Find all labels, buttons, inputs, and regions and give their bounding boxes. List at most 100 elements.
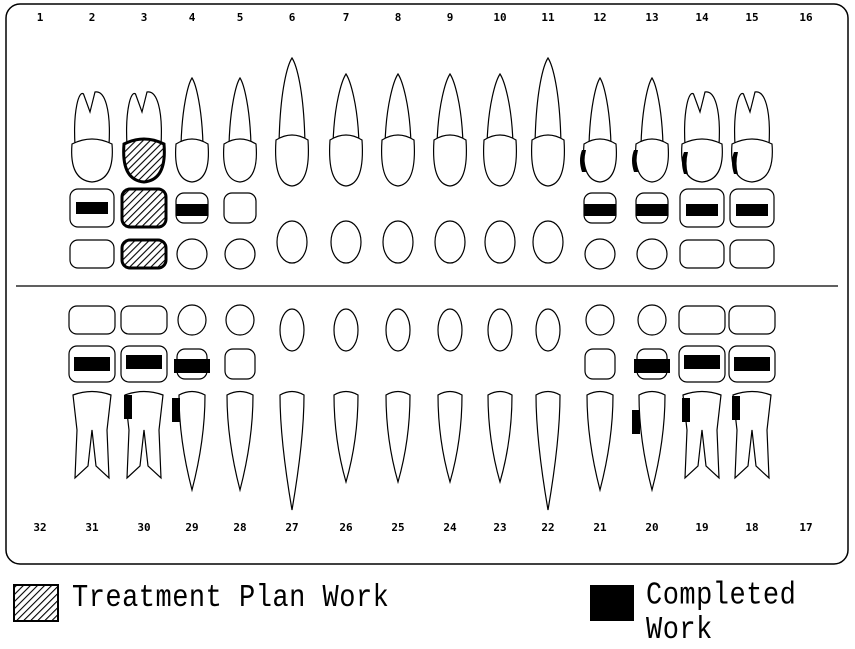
upper-root-7 [333,74,359,145]
upper-number-15: 15 [737,11,767,24]
upper-filling-5 [736,204,768,216]
upper-number-12: 12 [585,11,615,24]
upper-root-14 [685,92,720,145]
lower-root-31 [73,392,111,479]
lower-incisal-24 [438,309,462,351]
lower-buccal-30 [121,306,167,334]
upper-root-9 [437,74,463,145]
upper-incisal-13 [637,239,667,269]
lower-number-26: 26 [331,521,361,534]
upper-buccal-2 [70,240,114,268]
lower-root-26 [334,392,358,483]
upper-filling-1 [176,204,208,216]
lower-filling-2 [174,359,210,373]
upper-crown-8 [382,135,415,186]
lower-incisal-21 [586,305,614,335]
lower-number-19: 19 [687,521,717,534]
upper-root-8 [385,74,411,145]
upper-number-5: 5 [225,11,255,24]
chart-border [6,4,848,564]
lower-buccal-18 [729,306,775,334]
lower-root-29 [179,392,205,491]
upper-root-6 [279,58,305,145]
lower-number-21: 21 [585,521,615,534]
lower-filling-4 [684,355,720,369]
upper-crown-7 [330,135,363,186]
completed-work-label: Completed Work [646,580,855,649]
lower-root-20 [639,392,665,491]
upper-occlusal-3 [122,189,166,227]
upper-filling-4 [686,204,718,216]
upper-number-8: 8 [383,11,413,24]
lower-root-23 [488,392,512,483]
upper-incisal-11 [533,221,563,263]
upper-number-16: 16 [791,11,821,24]
lower-root-25 [386,392,410,483]
upper-crown-10 [484,135,517,186]
lower-number-23: 23 [485,521,515,534]
lower-number-30: 30 [129,521,159,534]
lower-root-27 [280,392,304,511]
lower-incisal-20 [638,305,666,335]
completed-work-swatch [590,585,634,621]
lower-filling-5 [734,357,770,371]
lower-number-18: 18 [737,521,767,534]
lower-number-17: 17 [791,521,821,534]
legend-treatment: Treatment Plan Work [72,584,389,614]
lower-incisal-28 [226,305,254,335]
lower-buccal-31 [69,306,115,334]
upper-crown-4 [176,139,209,182]
upper-filling-3 [636,204,668,216]
upper-crown-11 [532,135,565,186]
lower-buccal-fill-4 [732,396,740,420]
upper-filling-0 [76,202,108,214]
lower-root-28 [227,392,253,491]
upper-root-5 [229,78,251,145]
lower-root-24 [438,392,462,483]
upper-number-13: 13 [637,11,667,24]
upper-number-6: 6 [277,11,307,24]
treatment-plan-label: Treatment Plan Work [72,582,389,617]
lower-incisal-29 [178,305,206,335]
upper-root-4 [181,78,203,145]
upper-number-7: 7 [331,11,361,24]
upper-incisal-7 [331,221,361,263]
lower-number-32: 32 [25,521,55,534]
upper-root-2 [75,92,110,145]
lower-number-28: 28 [225,521,255,534]
upper-crown-12 [584,139,617,182]
legend-completed: Completed Work [646,584,855,644]
lower-number-25: 25 [383,521,413,534]
upper-root-15 [735,92,770,145]
lower-number-27: 27 [277,521,307,534]
upper-crown-3 [124,139,165,182]
upper-root-13 [641,78,663,145]
lower-filling-1 [126,355,162,369]
lower-buccal-fill-0 [124,395,132,419]
upper-incisal-10 [485,221,515,263]
lower-number-20: 20 [637,521,667,534]
upper-root-3 [127,92,162,145]
upper-incisal-12 [585,239,615,269]
upper-number-4: 4 [177,11,207,24]
lower-incisal-22 [536,309,560,351]
upper-buccal-3 [122,240,166,268]
upper-crown-2 [72,139,113,182]
upper-crown-14 [682,139,723,182]
lower-filling-3 [634,359,670,373]
upper-number-10: 10 [485,11,515,24]
upper-number-11: 11 [533,11,563,24]
lower-incisal-23 [488,309,512,351]
upper-incisal-8 [383,221,413,263]
lower-buccal-fill-3 [682,398,690,422]
upper-root-10 [487,74,513,145]
lower-buccal-fill-1 [172,398,180,422]
upper-crown-9 [434,135,467,186]
treatment-plan-swatch [14,585,58,621]
upper-crown-5 [224,139,257,182]
upper-buccal-15 [730,240,774,268]
lower-filling-0 [74,357,110,371]
upper-number-3: 3 [129,11,159,24]
lower-occlusal-21 [585,349,615,379]
lower-number-29: 29 [177,521,207,534]
